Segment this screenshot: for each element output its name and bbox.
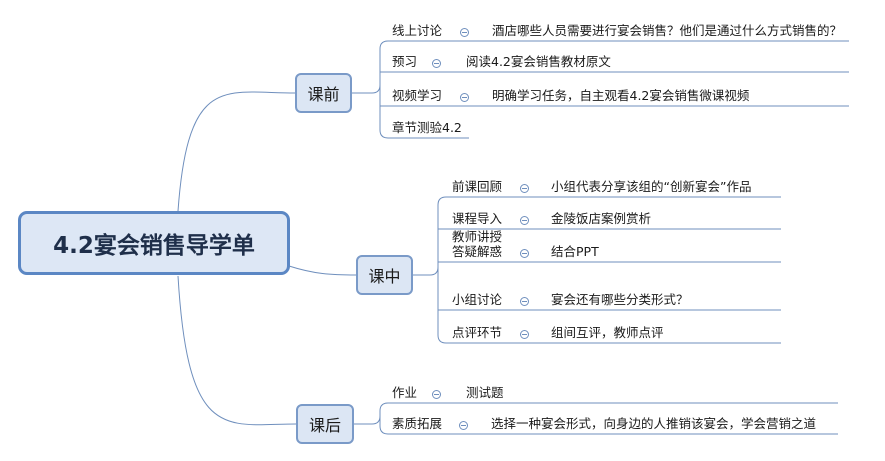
collapse-toggle-icon[interactable] xyxy=(520,216,529,225)
topic-detail[interactable]: 结合PPT xyxy=(551,244,599,259)
collapse-toggle-icon[interactable] xyxy=(460,93,469,102)
root-link-before xyxy=(177,91,296,212)
root-topic[interactable]: 4.2宴会销售导学单 xyxy=(18,211,290,275)
topic-label[interactable]: 前课回顾 xyxy=(452,179,503,194)
branch-after[interactable]: 课后 xyxy=(296,404,354,444)
topic-detail[interactable]: 宴会还有哪些分类形式？ xyxy=(551,292,689,307)
root-link-during xyxy=(288,265,357,276)
topic-label[interactable]: 点评环节 xyxy=(452,325,503,340)
collapse-toggle-icon[interactable] xyxy=(520,184,529,193)
topic-label[interactable]: 预习 xyxy=(392,54,418,69)
collapse-toggle-icon[interactable] xyxy=(459,421,468,430)
topic-detail[interactable]: 明确学习任务，自主观看4.2宴会销售微课视频 xyxy=(492,88,750,103)
topic-label[interactable]: 章节测验4.2 xyxy=(392,120,462,135)
branch-during[interactable]: 课中 xyxy=(356,255,413,295)
collapse-toggle-icon[interactable] xyxy=(520,297,529,306)
topic-detail[interactable]: 测试题 xyxy=(466,385,504,400)
collapse-toggle-icon[interactable] xyxy=(520,249,529,258)
root-link-after xyxy=(177,275,297,426)
collapse-toggle-icon[interactable] xyxy=(460,28,469,37)
collapse-toggle-icon[interactable] xyxy=(432,390,441,399)
topic-detail[interactable]: 小组代表分享该组的“创新宴会”作品 xyxy=(551,179,752,194)
topic-label[interactable]: 作业 xyxy=(392,385,418,400)
topic-detail[interactable]: 金陵饭店案例赏析 xyxy=(551,211,652,226)
topic-label[interactable]: 课程导入 xyxy=(452,211,503,226)
branch-before[interactable]: 课前 xyxy=(295,73,352,113)
collapse-toggle-icon[interactable] xyxy=(520,330,529,339)
topic-label[interactable]: 教师讲授答疑解惑 xyxy=(452,229,503,259)
topic-detail[interactable]: 选择一种宴会形式，向身边的人推销该宴会，学会营销之道 xyxy=(491,416,817,431)
topic-label[interactable]: 视频学习 xyxy=(392,88,443,103)
topic-label[interactable]: 线上讨论 xyxy=(392,23,443,38)
topic-label[interactable]: 小组讨论 xyxy=(452,292,503,307)
topic-detail[interactable]: 阅读4.2宴会销售教材原文 xyxy=(466,54,611,69)
topic-label[interactable]: 素质拓展 xyxy=(392,416,443,431)
topic-detail[interactable]: 组间互评，教师点评 xyxy=(551,325,664,340)
topic-detail[interactable]: 酒店哪些人员需要进行宴会销售？他们是通过什么方式销售的？ xyxy=(492,23,843,38)
collapse-toggle-icon[interactable] xyxy=(432,59,441,68)
